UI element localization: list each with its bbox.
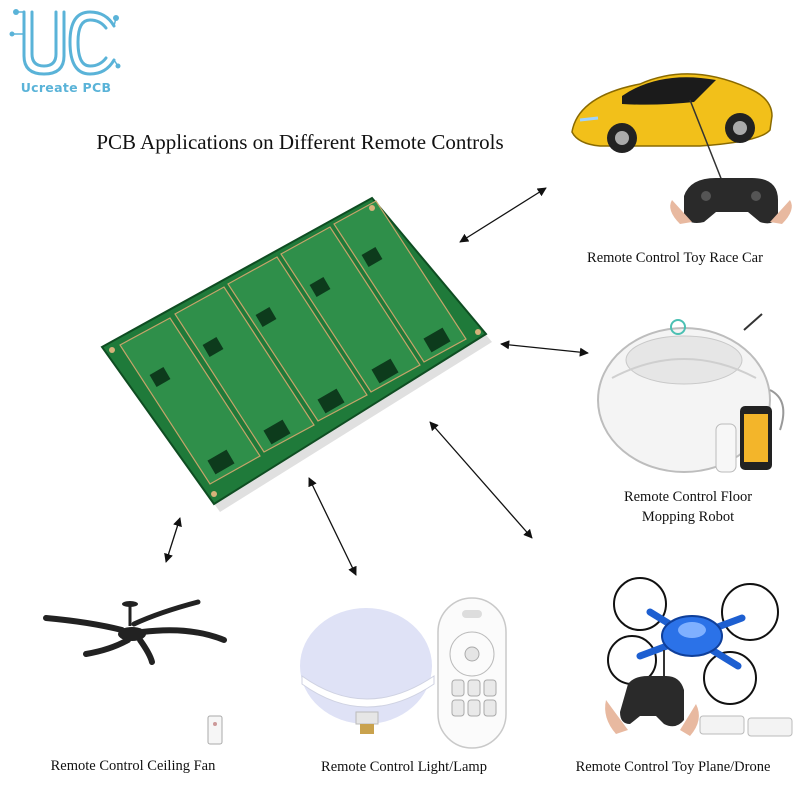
label-race-car: Remote Control Toy Race Car	[587, 250, 763, 266]
drone-icon	[605, 577, 793, 737]
label-floor-robot-line1: Remote Control Floor	[623, 489, 753, 505]
ceiling-fan-icon	[43, 599, 227, 745]
brand-name: Ucreate PCB	[20, 80, 112, 95]
label-floor-robot-line2: Mopping Robot	[641, 509, 735, 525]
lamp-icon	[300, 597, 507, 749]
toy-race-car-icon	[571, 73, 792, 224]
page-title: PCB Applications on Different Remote Con…	[96, 130, 504, 154]
connector-arrows	[164, 187, 589, 576]
label-ceiling-fan: Remote Control Ceiling Fan	[50, 758, 216, 774]
brand-logo	[6, 4, 124, 96]
mopping-robot-icon	[597, 313, 785, 473]
uc-monogram-icon	[9, 9, 121, 76]
pcb-panel-icon	[100, 196, 492, 512]
label-light-lamp: Remote Control Light/Lamp	[321, 759, 487, 775]
label-drone: Remote Control Toy Plane/Drone	[575, 759, 771, 775]
